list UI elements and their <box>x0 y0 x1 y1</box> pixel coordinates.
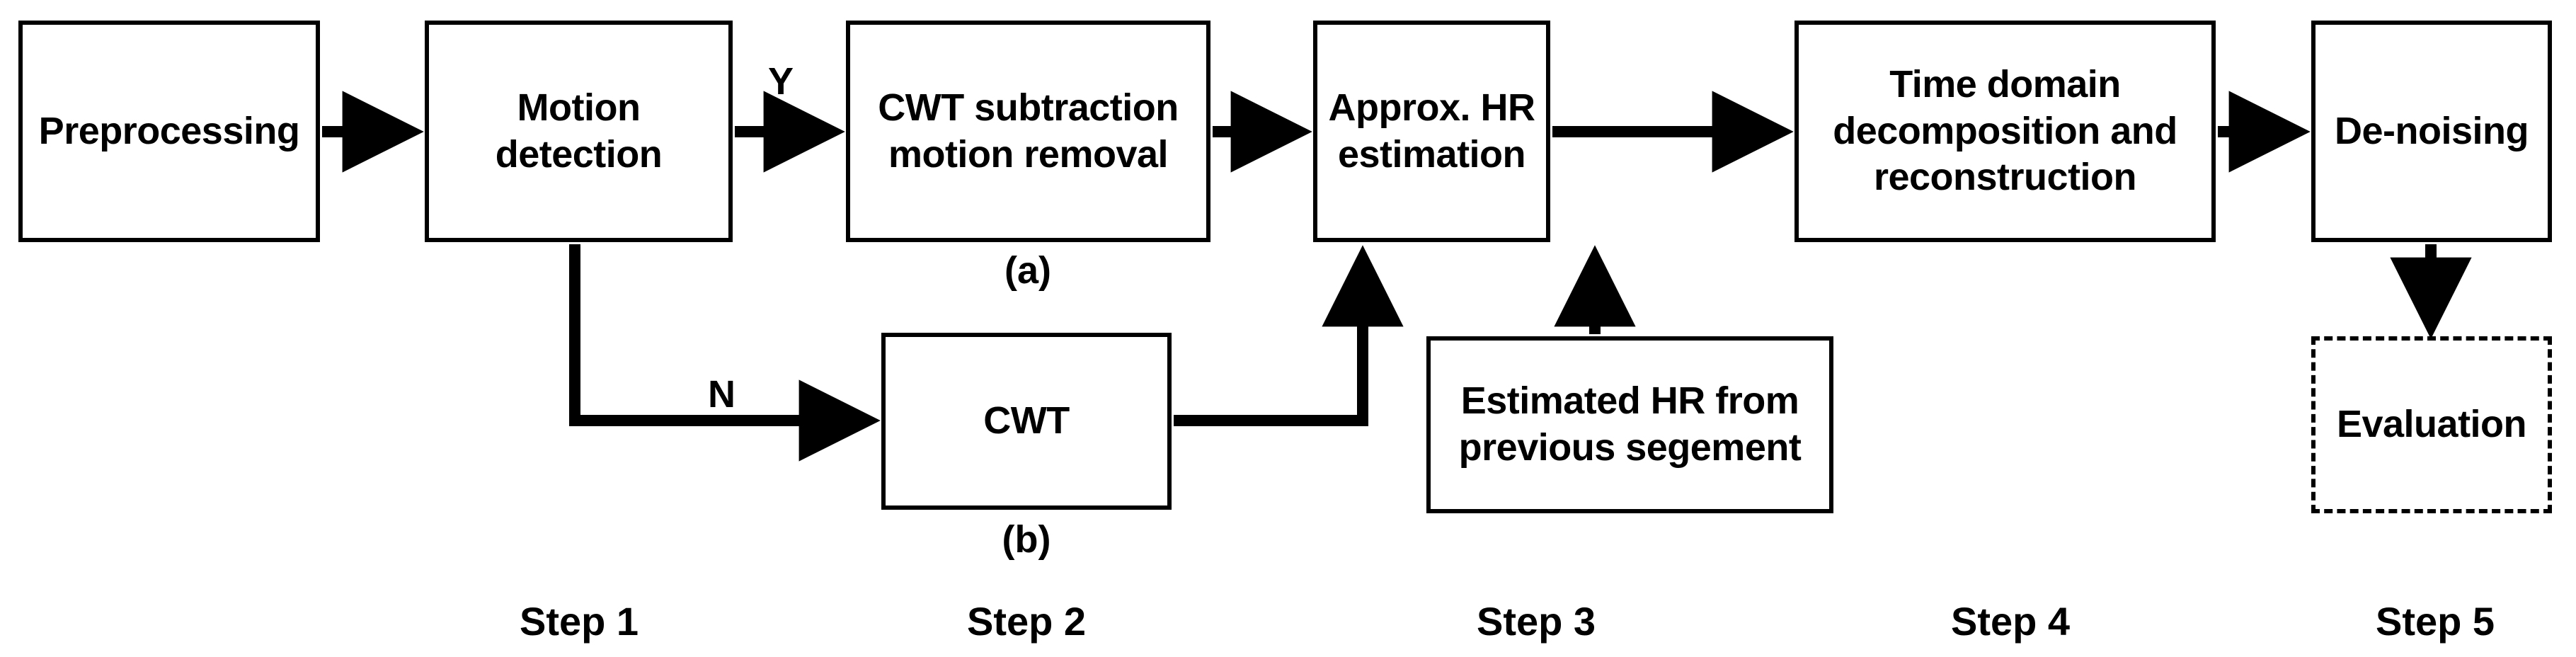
node-cwt[interactable]: CWT <box>881 333 1172 510</box>
step-label-5: Step 5 <box>2375 599 2495 644</box>
step-label-3: Step 3 <box>1476 599 1596 644</box>
step-label-4: Step 4 <box>1950 599 2071 644</box>
node-preprocessing[interactable]: Preprocessing <box>18 21 320 242</box>
caption-a: (a) <box>1004 249 1051 292</box>
step-label-2: Step 2 <box>966 599 1087 644</box>
node-estimated-hr-previous-segment[interactable]: Estimated HR from previous segement <box>1426 336 1833 513</box>
node-time-domain-decomposition[interactable]: Time domain decomposition and reconstruc… <box>1794 21 2216 242</box>
node-cwt-subtraction[interactable]: CWT subtraction motion removal <box>846 21 1210 242</box>
node-de-noising-label: De-noising <box>2335 109 2529 152</box>
step-label-1: Step 1 <box>519 599 639 644</box>
node-preprocessing-label: Preprocessing <box>38 109 300 152</box>
edge-label-branch-yes: Y <box>768 60 794 103</box>
node-evaluation-label: Evaluation <box>2336 403 2527 446</box>
node-estimated-hr-previous-segment-label: Estimated HR from previous segement <box>1458 379 1802 469</box>
node-motion-detection-label: Motion detection <box>495 86 663 176</box>
node-cwt-label: CWT <box>983 399 1070 442</box>
node-approx-hr-estimation-label: Approx. HR estimation <box>1328 86 1536 176</box>
node-evaluation[interactable]: Evaluation <box>2311 336 2552 513</box>
node-cwt-subtraction-label: CWT subtraction motion removal <box>878 86 1179 176</box>
node-approx-hr-estimation[interactable]: Approx. HR estimation <box>1313 21 1550 242</box>
node-motion-detection[interactable]: Motion detection <box>425 21 733 242</box>
edge-motion-to-cwt <box>569 244 881 462</box>
node-de-noising[interactable]: De-noising <box>2311 21 2552 242</box>
caption-b: (b) <box>1002 518 1051 561</box>
node-time-domain-decomposition-label: Time domain decomposition and reconstruc… <box>1833 62 2177 199</box>
edge-cwt-to-approx-hr <box>1174 245 1404 426</box>
edge-label-branch-no: N <box>708 373 735 416</box>
